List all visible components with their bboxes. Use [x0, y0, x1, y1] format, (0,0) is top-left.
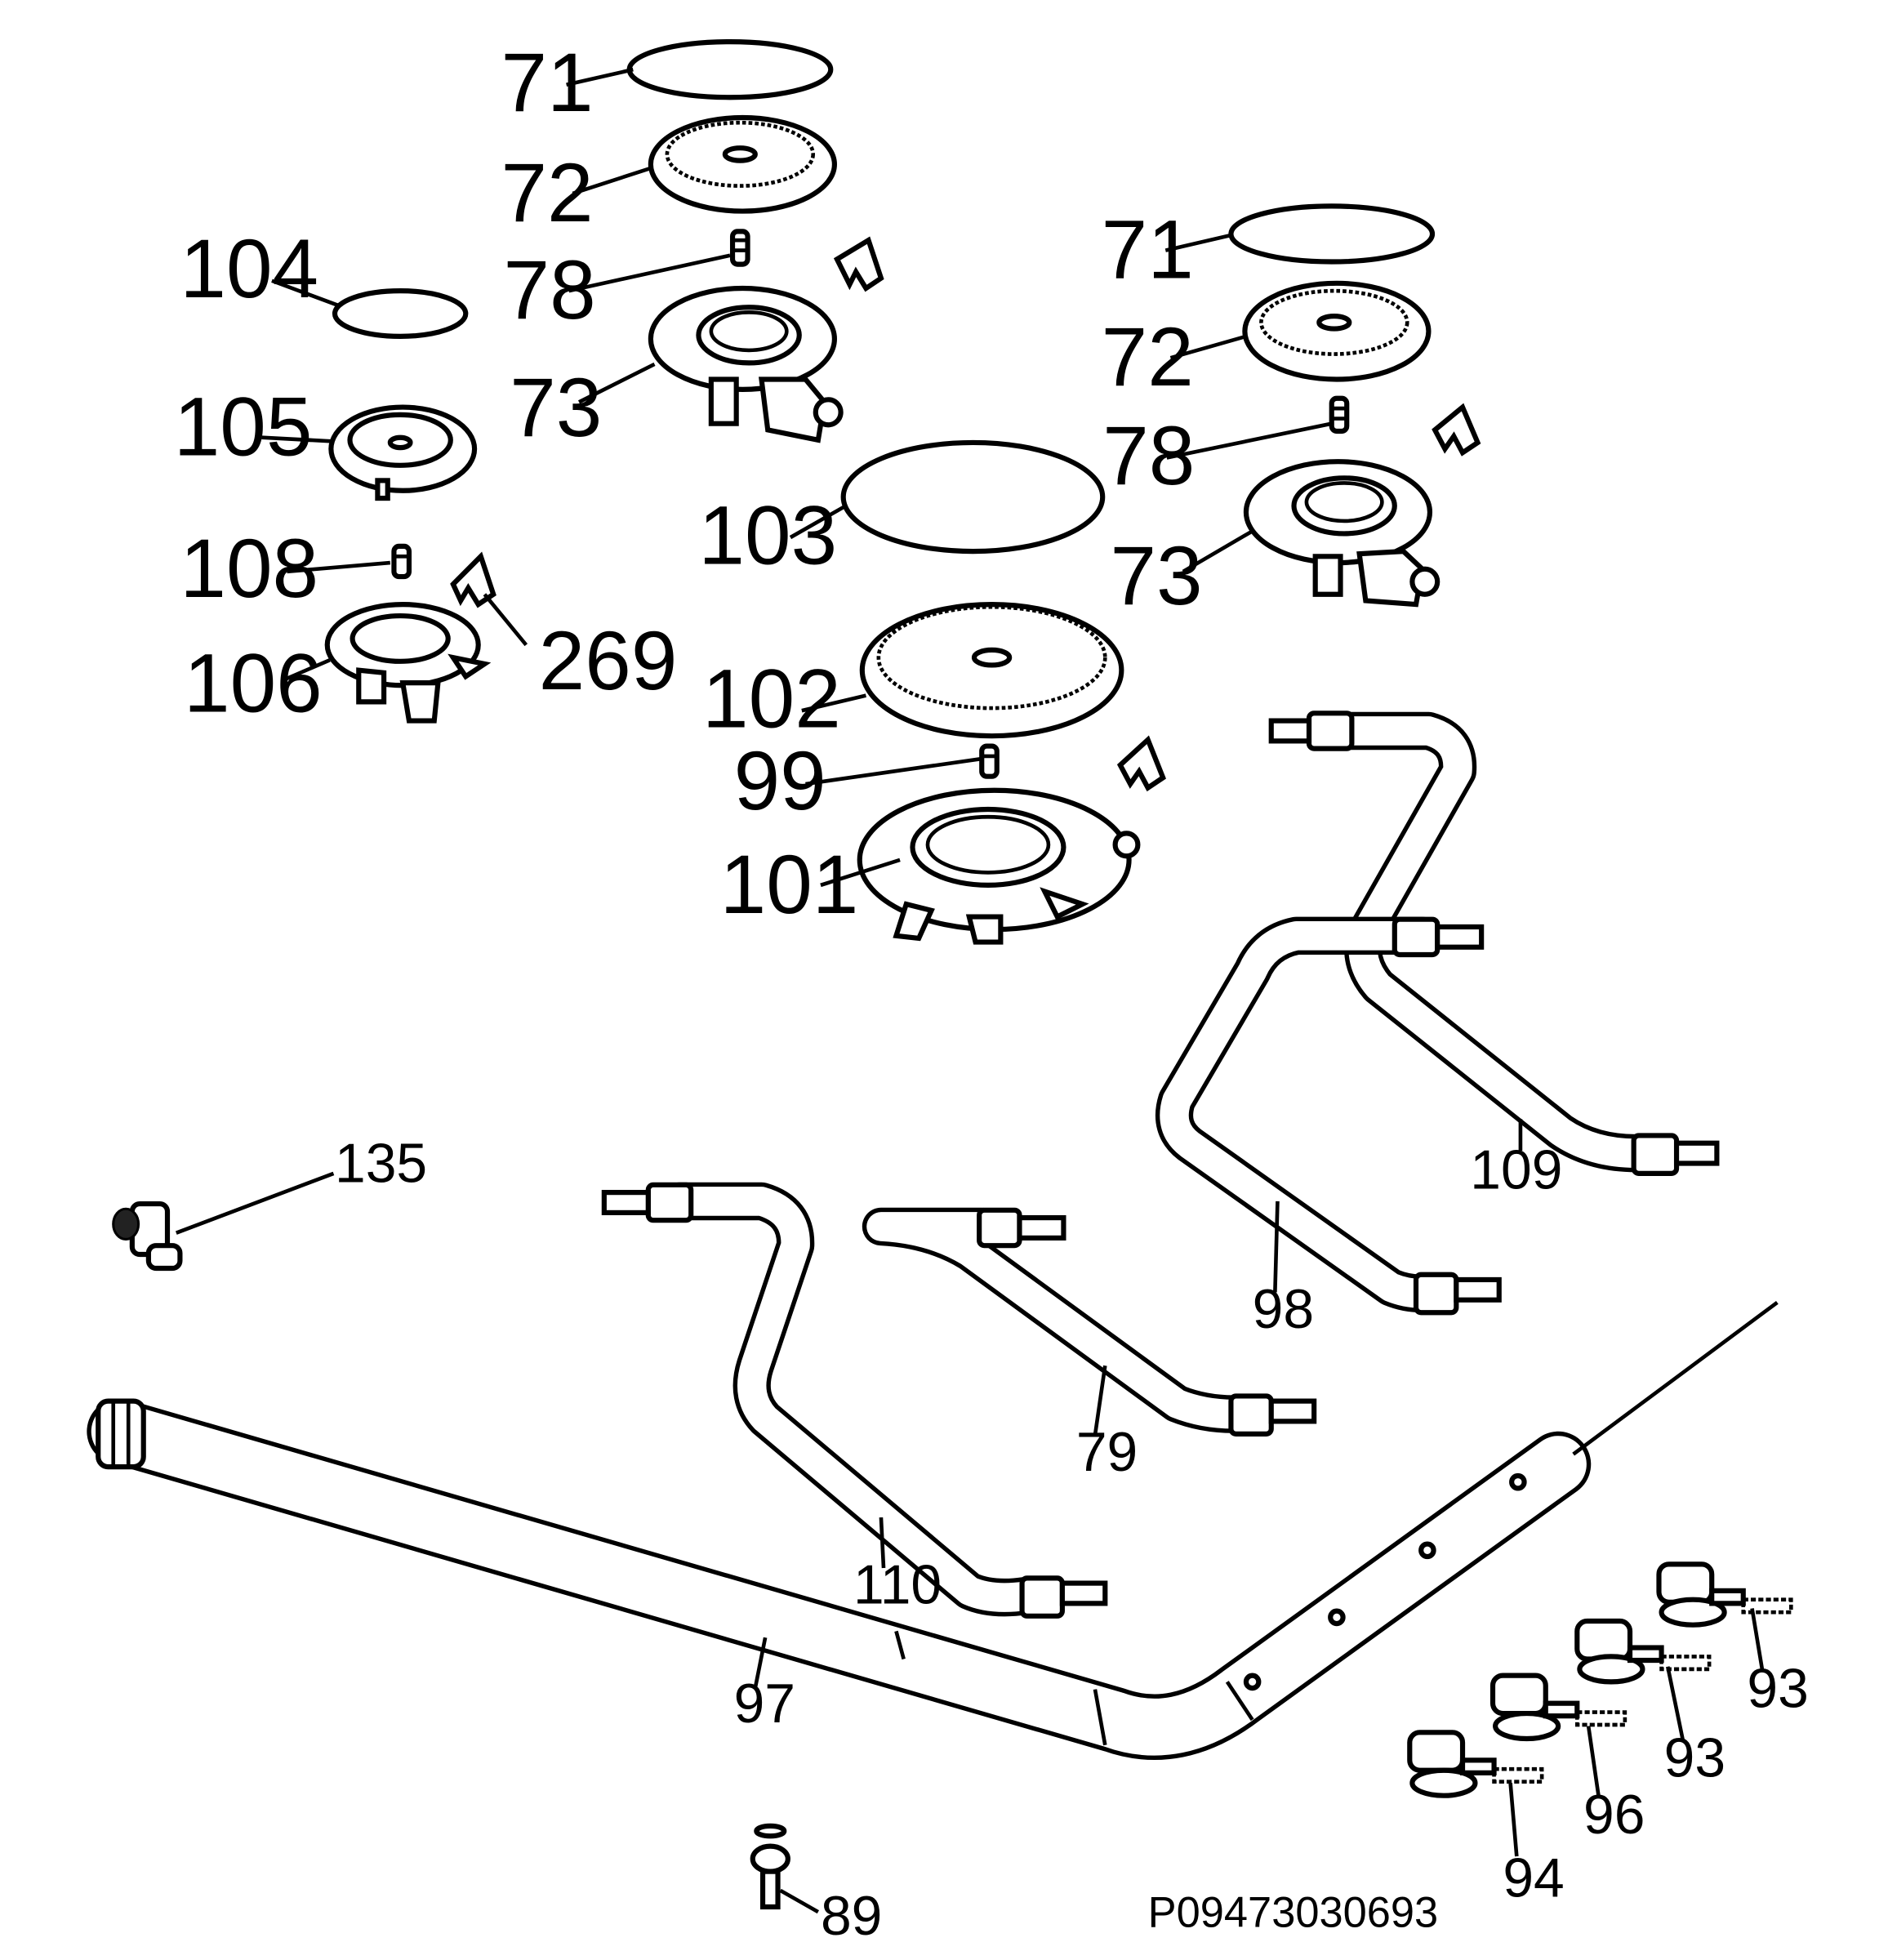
callout-72-left: 72 — [501, 146, 593, 239]
burner-base-101 — [857, 787, 1141, 945]
flame-arrow-icon-269 — [450, 551, 496, 608]
callout-73-right: 73 — [1110, 529, 1202, 622]
main-gas-tube-97 — [87, 1300, 1779, 1760]
gas-valve-96 — [1489, 1673, 1628, 1742]
fitting-135 — [112, 1200, 183, 1272]
callout-104: 104 — [180, 222, 318, 315]
callout-labels: 71 72 78 73 104 105 108 106 269 71 72 78… — [174, 36, 1809, 1947]
burner-crown-72-right — [1242, 280, 1432, 382]
injector-108 — [391, 543, 412, 580]
diagram-code: P09473030693 — [1148, 1889, 1438, 1937]
screw-89 — [750, 1823, 790, 1910]
flame-arrow-icon — [1116, 735, 1166, 792]
callout-78-right: 78 — [1102, 409, 1195, 502]
gas-valve-94 — [1407, 1730, 1544, 1798]
callout-73-left: 73 — [510, 361, 602, 454]
burner-cap-71-right — [1228, 203, 1436, 265]
callout-96: 96 — [1583, 1784, 1645, 1846]
callout-79: 79 — [1076, 1421, 1138, 1483]
callout-108: 108 — [180, 522, 318, 615]
leader-lines — [175, 67, 1765, 1914]
callout-89: 89 — [821, 1885, 882, 1947]
callout-72-right: 72 — [1102, 310, 1194, 403]
callout-71-right: 71 — [1102, 203, 1194, 296]
burner-cap-103 — [840, 439, 1106, 555]
callout-97: 97 — [734, 1673, 795, 1735]
burner-crown-105 — [328, 404, 478, 501]
gas-valve-93-lower — [1574, 1618, 1712, 1685]
callout-135: 135 — [335, 1133, 427, 1195]
burner-crown-72-left — [648, 114, 837, 214]
callout-103: 103 — [698, 488, 837, 581]
burner-crown-102 — [859, 602, 1124, 739]
burner-base-106 — [324, 602, 492, 724]
callout-99: 99 — [734, 734, 826, 827]
flame-arrow-icon — [1432, 403, 1481, 457]
callout-71-left: 71 — [501, 36, 593, 129]
burner-base-73-left — [648, 285, 844, 443]
callout-93-upper: 93 — [1747, 1657, 1808, 1719]
injector-78-left — [729, 229, 750, 267]
callout-106: 106 — [184, 637, 323, 730]
callout-93-lower: 93 — [1664, 1726, 1725, 1788]
injector-99 — [979, 743, 1000, 779]
callout-110: 110 — [853, 1553, 942, 1615]
gas-valve-93-upper — [1656, 1561, 1793, 1628]
gas-pipe-109 — [1268, 710, 1720, 1176]
flame-arrow-icon — [833, 236, 884, 292]
gas-pipe-79 — [862, 1207, 1317, 1437]
burner-base-73-right — [1243, 459, 1440, 608]
injector-78-right — [1329, 395, 1350, 434]
callout-105: 105 — [174, 380, 313, 473]
callout-102: 102 — [702, 652, 841, 745]
callout-98: 98 — [1253, 1278, 1314, 1340]
burner-cap-104 — [332, 288, 469, 339]
burner-cap-71-left — [626, 39, 834, 100]
callout-94: 94 — [1503, 1846, 1564, 1909]
gas-pipe-110 — [601, 1182, 1108, 1619]
callout-269: 269 — [539, 614, 678, 707]
gas-pipe-98 — [1155, 916, 1502, 1316]
callout-101: 101 — [720, 838, 859, 931]
callout-78-left: 78 — [504, 243, 596, 336]
callout-109: 109 — [1470, 1138, 1562, 1200]
